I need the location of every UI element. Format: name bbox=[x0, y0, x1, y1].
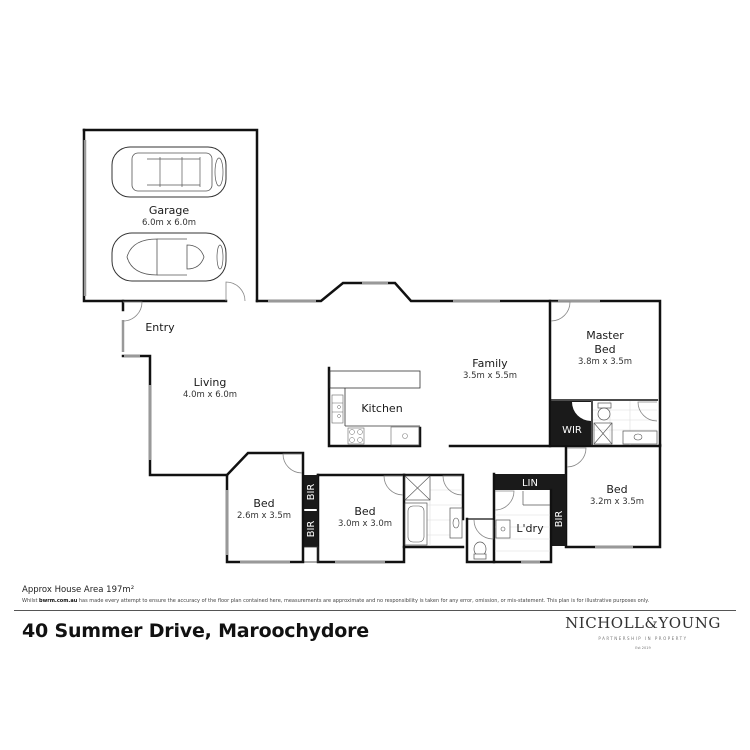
bed-3-label: Bed bbox=[606, 483, 627, 496]
ensuite-room bbox=[591, 401, 658, 445]
disclaimer-suffix: has made every attempt to ensure the acc… bbox=[77, 598, 650, 604]
wir-label: WIR bbox=[562, 425, 582, 436]
bir-1-closet bbox=[303, 475, 318, 509]
master-bed-dims: 3.8m x 3.5m bbox=[578, 357, 632, 367]
bed-1-door-icon[interactable] bbox=[282, 453, 303, 474]
bathroom-door-icon[interactable] bbox=[442, 475, 463, 496]
bir-2-label: BIR bbox=[306, 521, 317, 538]
kitchen-label: Kitchen bbox=[361, 402, 402, 415]
car-icon bbox=[111, 146, 227, 198]
logo-tagline: PARTNERSHIP IN PROPERTY bbox=[598, 636, 688, 641]
property-address: 40 Summer Drive, Maroochydore bbox=[22, 620, 369, 642]
bir-3-closet bbox=[551, 486, 566, 546]
agency-logo: NICHOLL&YOUNG PARTNERSHIP IN PROPERTY Es… bbox=[548, 614, 738, 650]
wc-room bbox=[465, 517, 496, 564]
master-bed-room: Master Bed 3.8m x 3.5m WIR bbox=[548, 299, 658, 448]
car-icon bbox=[111, 232, 227, 282]
divider bbox=[14, 610, 736, 611]
laundry-label: L'dry bbox=[516, 522, 544, 535]
living-label: Living bbox=[194, 376, 227, 389]
toilet-icon bbox=[473, 541, 487, 560]
bir-2-closet bbox=[303, 511, 318, 547]
bir-3-label: BIR bbox=[554, 511, 565, 528]
kitchen-island-counter bbox=[329, 370, 421, 389]
kitchen-room: Kitchen bbox=[327, 366, 422, 448]
dishwasher-icon bbox=[331, 394, 344, 424]
bed-2-door-icon[interactable] bbox=[383, 475, 404, 496]
bathroom-room bbox=[402, 473, 465, 549]
basin-icon bbox=[622, 430, 658, 445]
garage-dims: 6.0m x 6.0m bbox=[142, 218, 196, 228]
bed-3-dims: 3.2m x 3.5m bbox=[590, 497, 644, 507]
bathtub-icon bbox=[404, 502, 428, 546]
bed-1-label: Bed bbox=[253, 497, 274, 510]
master-bed-label-1: Master bbox=[586, 329, 624, 342]
wir-door-icon bbox=[572, 402, 591, 421]
lin-label: LIN bbox=[522, 478, 538, 489]
bed-1-dims: 2.6m x 3.5m bbox=[237, 511, 291, 521]
master-door-icon[interactable] bbox=[550, 301, 571, 322]
toilet-icon bbox=[597, 402, 612, 421]
laundry-room: LIN L'dry bbox=[492, 472, 566, 564]
bed-3-door-icon[interactable] bbox=[566, 447, 587, 468]
cooktop-icon bbox=[347, 427, 365, 445]
disclaimer-brand: bwrm.com.au bbox=[39, 598, 78, 604]
entry-label: Entry bbox=[145, 321, 175, 334]
family-label: Family bbox=[472, 357, 508, 370]
bed-2-dims: 3.0m x 3.0m bbox=[338, 519, 392, 529]
bir-1-label: BIR bbox=[306, 484, 317, 501]
living-dims: 4.0m x 6.0m bbox=[183, 390, 237, 400]
logo-name: NICHOLL&YOUNG bbox=[565, 614, 721, 632]
bed-3-room: Bed 3.2m x 3.5m BIR bbox=[551, 443, 662, 549]
family-dims: 3.5m x 5.5m bbox=[463, 371, 517, 381]
master-bed-label-2: Bed bbox=[594, 343, 615, 356]
garage-label: Garage bbox=[149, 204, 190, 217]
bed-2-label: Bed bbox=[354, 505, 375, 518]
garage-room: Garage 6.0m x 6.0m bbox=[82, 128, 259, 303]
garage-door-icon bbox=[225, 281, 246, 302]
laundry-door-icon[interactable] bbox=[494, 490, 515, 511]
ensuite-door-icon[interactable] bbox=[637, 401, 658, 422]
disclaimer: Whilst bwrm.com.au has made every attemp… bbox=[22, 598, 728, 604]
house-walls bbox=[121, 281, 662, 477]
basin-icon bbox=[449, 507, 463, 539]
shower-icon bbox=[404, 475, 431, 501]
entry-door-icon[interactable] bbox=[122, 301, 143, 322]
logo-est: Est 2019 bbox=[635, 646, 651, 650]
linen-closet bbox=[494, 474, 566, 490]
shower-icon bbox=[593, 422, 613, 445]
bed-2-room: Bed 3.0m x 3.0m bbox=[316, 473, 406, 564]
bir-closets: BIR BIR bbox=[302, 475, 319, 563]
laundry-tub-icon bbox=[495, 519, 511, 539]
house-area: Approx House Area 197m² bbox=[22, 585, 135, 595]
wc-door-icon[interactable] bbox=[473, 519, 494, 540]
disclaimer-prefix: Whilst bbox=[22, 598, 40, 604]
bed-1-room: Bed 2.6m x 3.5m bbox=[225, 451, 305, 564]
sink-icon bbox=[390, 426, 420, 446]
